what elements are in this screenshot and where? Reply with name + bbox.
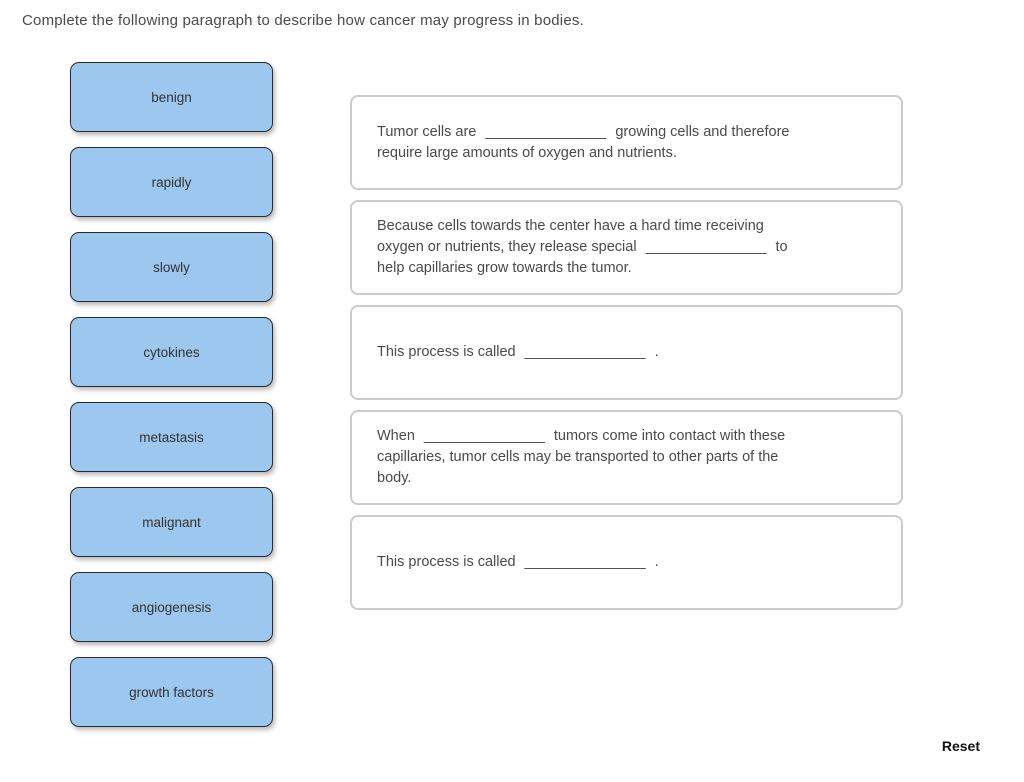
- blank-slot-2[interactable]: _______________: [645, 239, 767, 255]
- sentence-text: Tumor cells are _______________growing ce…: [377, 122, 789, 164]
- blank-slot-5[interactable]: _______________: [524, 554, 646, 570]
- sentence-box-3: This process is called _______________.: [350, 305, 903, 400]
- sentence-pre: Tumor cells are: [377, 123, 477, 140]
- sentence-text: This process is called _______________.: [377, 342, 659, 363]
- sentence-post: .: [654, 554, 659, 570]
- word-tile-label: angiogenesis: [131, 599, 212, 615]
- word-bank: benign rapidly slowly cytokines metastas…: [70, 62, 273, 727]
- blank-slot-3[interactable]: _______________: [524, 344, 646, 360]
- word-tile-cytokines[interactable]: cytokines: [70, 317, 273, 387]
- sentence-post: tumors come into contact with these capi…: [377, 428, 786, 486]
- sentence-box-5: This process is called _______________.: [350, 515, 903, 610]
- blank-slot-4[interactable]: _______________: [423, 428, 545, 444]
- word-tile-label: benign: [151, 89, 192, 105]
- word-tile-angiogenesis[interactable]: angiogenesis: [70, 572, 273, 642]
- sentence-post: .: [654, 344, 659, 360]
- reset-button[interactable]: Reset: [941, 738, 980, 754]
- blank-slot-1[interactable]: _______________: [485, 123, 607, 140]
- sentence-text: Because cells towards the center have a …: [377, 216, 788, 279]
- word-tile-label: malignant: [142, 514, 201, 530]
- sentence-post: to help capillaries grow towards the tum…: [377, 239, 788, 276]
- sentence-pre: Because cells towards the center have a …: [377, 218, 764, 255]
- sentence-pre: When: [377, 428, 415, 444]
- sentence-pre: This process is called: [377, 344, 516, 360]
- sentence-column: Tumor cells are_______________growing ce…: [350, 95, 903, 610]
- word-tile-growth-factors[interactable]: growth factors: [70, 657, 273, 727]
- sentence-text: This process is called _______________.: [377, 552, 659, 573]
- word-tile-metastasis[interactable]: metastasis: [70, 402, 273, 472]
- word-tile-benign[interactable]: benign: [70, 62, 273, 132]
- word-tile-label: rapidly: [151, 174, 192, 190]
- word-tile-label: slowly: [153, 259, 190, 275]
- word-tile-label: growth factors: [129, 684, 214, 700]
- sentence-text: When _______________tumors come into cont…: [377, 426, 785, 489]
- sentence-box-1: Tumor cells are _______________growing ce…: [350, 95, 903, 190]
- sentence-post: growing cells and therefore require larg…: [377, 123, 790, 161]
- word-tile-slowly[interactable]: slowly: [70, 232, 273, 302]
- sentence-box-4: When _______________tumors come into cont…: [350, 410, 903, 505]
- page-title: Complete the following paragraph to desc…: [22, 12, 584, 29]
- word-tile-rapidly[interactable]: rapidly: [70, 147, 273, 217]
- word-tile-label: metastasis: [139, 429, 204, 445]
- word-tile-malignant[interactable]: malignant: [70, 487, 273, 557]
- sentence-pre: This process is called: [377, 554, 516, 570]
- word-tile-label: cytokines: [143, 344, 200, 360]
- sentence-box-2: Because cells towards the center have a …: [350, 200, 903, 295]
